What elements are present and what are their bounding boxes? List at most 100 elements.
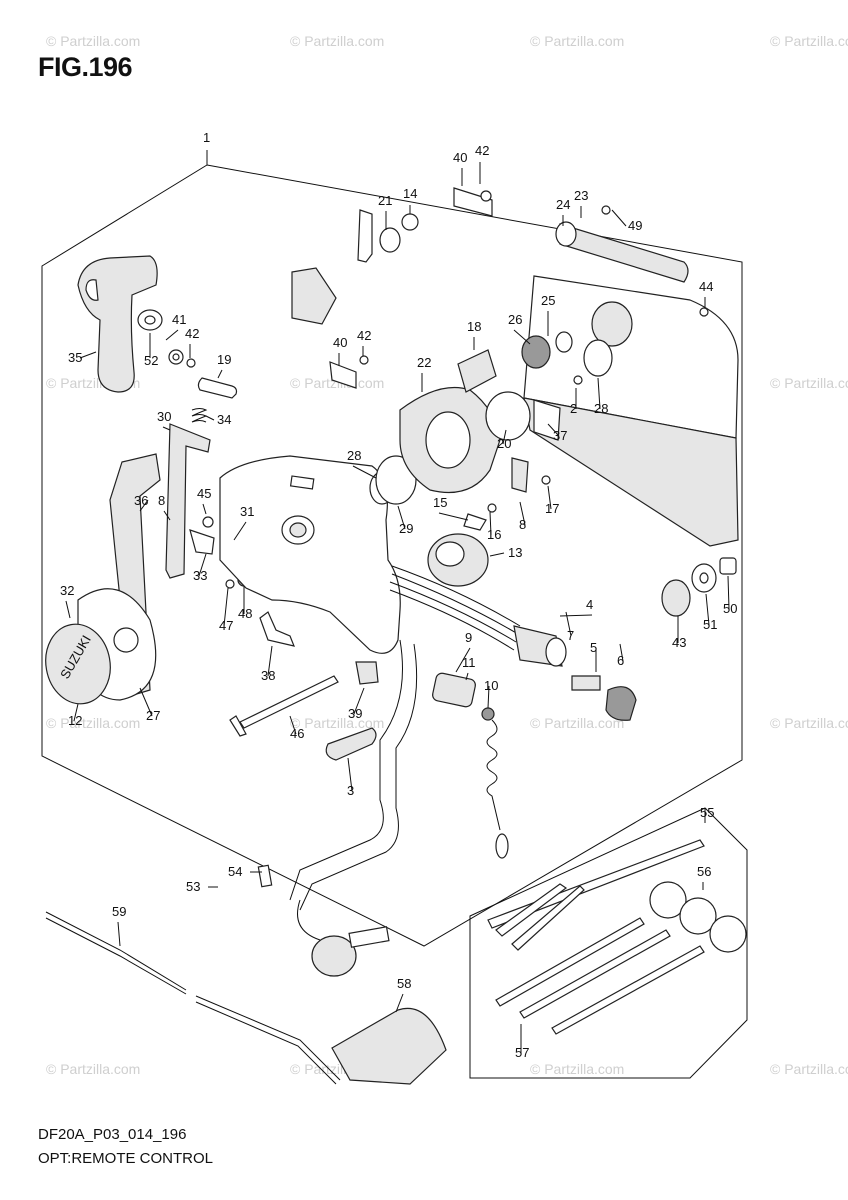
callout-19: 19: [217, 352, 231, 367]
shaft-part: [457, 349, 497, 393]
rubber-mount-part: [649, 881, 747, 953]
callout-35: 35: [68, 350, 82, 365]
callout-10: 10: [484, 678, 498, 693]
leader-line: [139, 687, 153, 717]
leader-line: [727, 575, 730, 610]
callout-27: 27: [146, 708, 160, 723]
leader-line: [223, 587, 229, 627]
callout-37: 37: [553, 428, 567, 443]
lever-arm-part: [109, 453, 161, 697]
watermark-text: © Partzilla.com: [46, 33, 140, 49]
callout-16: 16: [487, 527, 501, 542]
leader-line: [217, 369, 223, 379]
callout-40: 40: [453, 150, 467, 165]
small-bracket-part: [463, 503, 497, 531]
callout-49: 49: [628, 218, 642, 233]
callout-20: 20: [497, 436, 511, 451]
callout-54: 54: [228, 864, 242, 879]
leader-line: [565, 611, 572, 637]
diagram-caption: OPT:REMOTE CONTROL: [38, 1150, 214, 1167]
watermark-text: © Partzilla.com: [770, 33, 848, 49]
leader-line: [597, 377, 601, 410]
callout-45: 45: [197, 486, 211, 501]
mid-bracket-part: [291, 267, 369, 389]
assembly-outline: [41, 164, 743, 947]
watermark-text: © Partzilla.com: [46, 715, 140, 731]
callout-21: 21: [378, 193, 392, 208]
callout-5: 5: [590, 640, 597, 655]
key-part: [571, 675, 637, 721]
callout-42: 42: [185, 326, 199, 341]
callout-58: 58: [397, 976, 411, 991]
leader-line: [162, 426, 171, 431]
plate-part: [325, 727, 377, 761]
callout-53: 53: [186, 879, 200, 894]
callout-13: 13: [508, 545, 522, 560]
callout-2: 2: [570, 401, 577, 416]
callout-14: 14: [403, 186, 417, 201]
leader-line: [139, 499, 149, 512]
callout-32: 32: [60, 583, 74, 598]
callout-42: 42: [357, 328, 371, 343]
callout-3: 3: [347, 783, 354, 798]
grommet-part: [661, 557, 737, 617]
callout-29: 29: [399, 521, 413, 536]
leader-line: [397, 505, 406, 530]
callout-23: 23: [574, 188, 588, 203]
watermark-text: © Partzilla.com: [770, 715, 848, 731]
leader-line: [117, 921, 121, 947]
top-bracket-part: [453, 187, 493, 217]
leader-line: [438, 512, 469, 521]
watermark-text: © Partzilla.com: [290, 715, 384, 731]
callout-44: 44: [699, 279, 713, 294]
leader-line: [489, 511, 492, 536]
callout-30: 30: [157, 409, 171, 424]
clip-part: [355, 661, 379, 685]
callout-33: 33: [193, 568, 207, 583]
callout-34: 34: [217, 412, 231, 427]
figure-title: FIG.196: [38, 52, 133, 82]
callout-41: 41: [172, 312, 186, 327]
leader-line: [502, 429, 507, 445]
leader-lines: [65, 150, 730, 1053]
callout-40: 40: [333, 335, 347, 350]
callout-12: 12: [68, 713, 82, 728]
watermark-text: © Partzilla.com: [290, 375, 384, 391]
watermark-text: © Partzilla.com: [530, 1061, 624, 1077]
leader-line: [547, 423, 560, 437]
cover-cap-part: SUZUKI: [45, 588, 157, 705]
leader-line: [705, 593, 710, 626]
callout-59: 59: [112, 904, 126, 919]
callout-50: 50: [723, 601, 737, 616]
leader-line: [353, 687, 365, 715]
callout-36: 36: [134, 493, 148, 508]
diagram-code: DF20A_P03_014_196: [38, 1126, 187, 1143]
leader-line: [619, 643, 624, 662]
callout-1: 1: [203, 130, 210, 145]
spring-part: [191, 408, 208, 423]
leader-line: [347, 757, 353, 792]
callout-9: 9: [465, 630, 472, 645]
callout-46: 46: [290, 726, 304, 741]
callout-15: 15: [433, 495, 447, 510]
leader-line: [395, 993, 404, 1013]
stop-switch-part: [432, 672, 509, 859]
leader-line: [352, 465, 377, 479]
callout-7: 7: [567, 628, 574, 643]
leader-line: [267, 645, 273, 677]
callout-8: 8: [158, 493, 165, 508]
bracket-part: [259, 611, 295, 647]
leader-line: [205, 415, 215, 421]
long-screw-part: [229, 675, 339, 737]
leader-line: [519, 501, 526, 526]
washer-part: [137, 309, 196, 368]
o-ring-part: [369, 455, 417, 505]
callout-18: 18: [467, 319, 481, 334]
leader-line: [465, 672, 469, 681]
callout-47: 47: [219, 618, 233, 633]
callout-8: 8: [519, 517, 526, 532]
watermark-text: © Partzilla.com: [770, 1061, 848, 1077]
long-bolt-part: [495, 917, 705, 1035]
